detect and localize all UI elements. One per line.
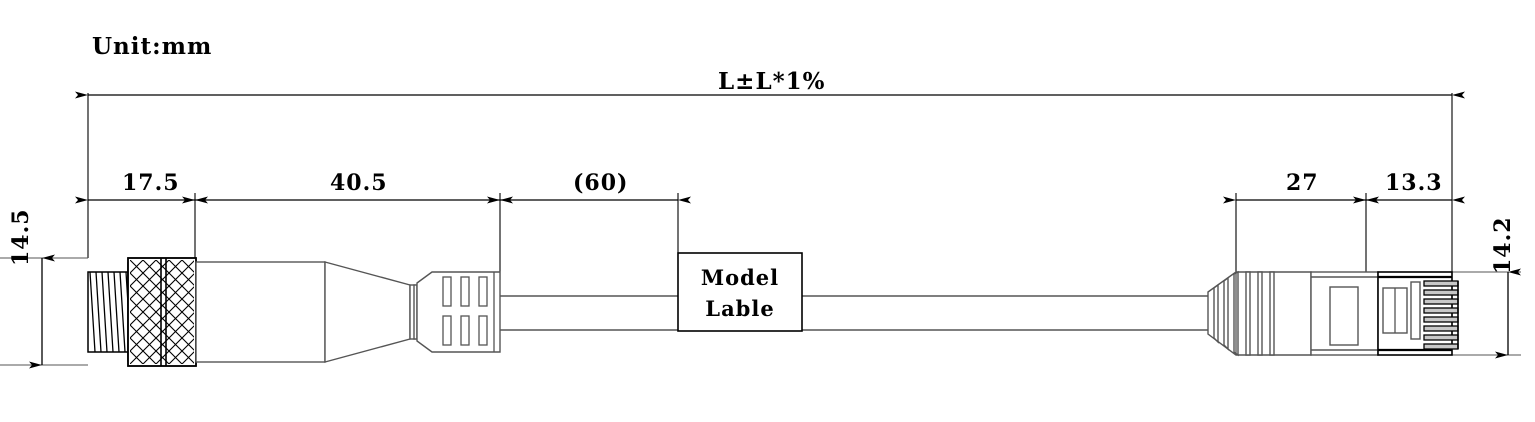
unit-note: Unit:mm: [92, 33, 213, 60]
dimension-label-40-5: 40.5: [330, 170, 388, 196]
m12-knurled-nut: [127, 257, 197, 367]
rj45-connector: [1207, 270, 1459, 357]
m12-thread: [87, 271, 132, 353]
model-label-text: Model Lable: [700, 262, 780, 324]
model-label-line2: Lable: [705, 296, 775, 321]
dimension-label-60: (60): [573, 170, 629, 196]
rj45-plug-head: [1377, 271, 1459, 356]
rj45-boot: [1207, 270, 1312, 357]
dimension-label-13-3: 13.3: [1385, 170, 1443, 196]
vertical-dimension-14-5: [0, 254, 88, 369]
rj45-contact-pins: [1423, 280, 1459, 350]
m12-strain-relief: [416, 271, 501, 353]
dimension-label-14-2: 14.2: [1490, 216, 1516, 274]
model-label-line1: Model: [700, 265, 780, 290]
model-label-box: [677, 252, 803, 332]
cable-jacket: [500, 295, 1215, 331]
dimension-label-14-5: 14.5: [8, 208, 34, 266]
m12-connector: [87, 257, 501, 367]
vertical-dimension-14-2: [1452, 268, 1521, 359]
m12-body: [195, 261, 416, 363]
dimension-label-17-5: 17.5: [122, 170, 180, 196]
extension-lines: [87, 93, 1453, 280]
overall-dimension-label: L±L*1%: [718, 68, 826, 95]
rj45-body: [1310, 271, 1379, 356]
dimension-label-27: 27: [1286, 170, 1319, 196]
